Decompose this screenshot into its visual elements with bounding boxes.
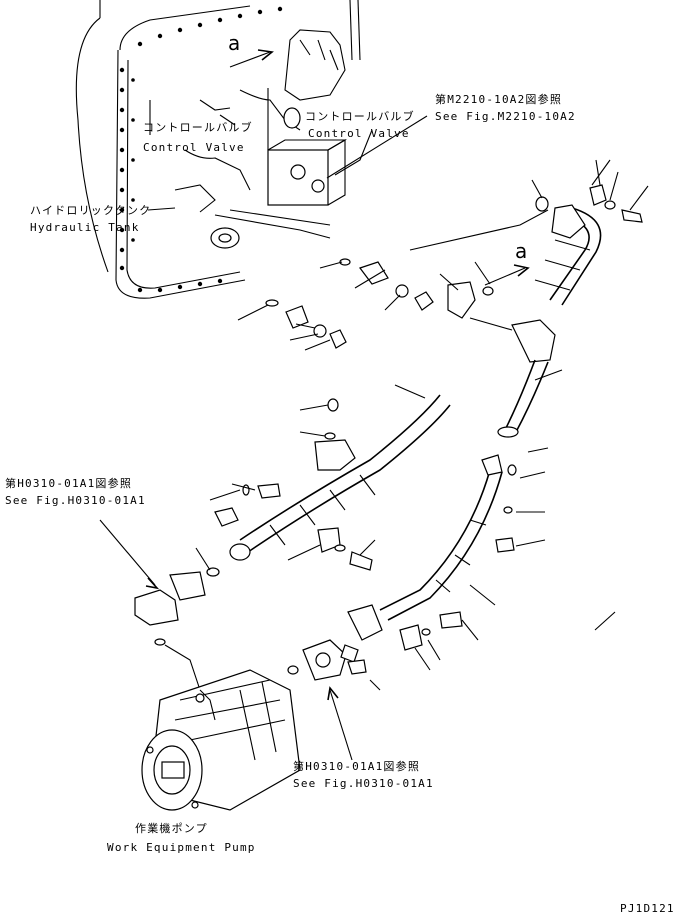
ref-m2210-jp-label: 第M2210-10A2図参照 (435, 92, 562, 106)
control-valve-jp-label-1: コントロールバルブ (143, 120, 253, 134)
elbow-tube (469, 317, 563, 453)
upper-fittings (237, 258, 494, 351)
control-valve-en-label-1: Control Valve (143, 141, 245, 154)
flange-lower (287, 639, 381, 761)
ref-h0310-jp-label-2: 第H0310-01A1図参照 (293, 759, 420, 773)
ref-m2210-en-label: See Fig.M2210-10A2 (435, 110, 576, 123)
control-valve-jp-label-2: コントロールバルブ (305, 109, 415, 123)
hydraulic-tank (75, 0, 361, 299)
control-valve-assembly (174, 29, 348, 249)
hose-lower (347, 454, 546, 671)
pump-jp-label: 作業機ポンプ (135, 821, 208, 835)
ref-h0310-en-label-2: See Fig.H0310-01A1 (293, 777, 434, 790)
hose-upper-right (409, 159, 649, 306)
figure-code: PJ1D121 (620, 902, 675, 915)
hydraulic-tank-en-label: Hydraulic Tank (30, 221, 140, 234)
control-valve-en-label-2: Control Valve (308, 127, 410, 140)
flange-upper-left (99, 519, 206, 691)
hydraulic-tank-jp-label: ハイドロリックタンク (30, 204, 151, 217)
hose-middle (195, 384, 451, 577)
ref-h0310-jp-label-1: 第H0310-01A1図参照 (5, 476, 132, 490)
ref-h0310-en-label-1: See Fig.H0310-01A1 (5, 494, 146, 507)
pump-en-label: Work Equipment Pump (107, 841, 256, 854)
callout-leaders (531, 159, 616, 631)
leader-lines (147, 49, 530, 286)
work-equipment-pump (141, 669, 301, 811)
view-a-label-1: a (228, 31, 240, 55)
view-a-label-2: a (515, 239, 527, 263)
